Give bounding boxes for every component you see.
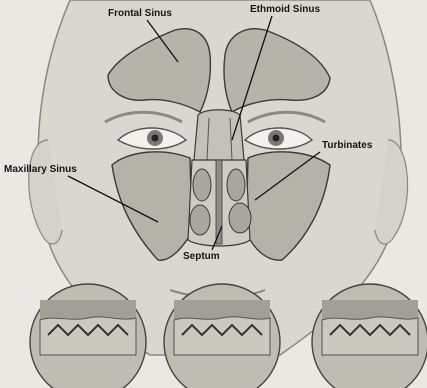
turbinate-left-lower <box>190 205 210 235</box>
ethmoid-sinus-label: Ethmoid Sinus <box>250 4 320 16</box>
septum-label: Septum <box>183 251 220 263</box>
turbinate-left-upper <box>193 169 211 201</box>
septum-wall <box>216 160 222 244</box>
turbinates-label: Turbinates <box>322 140 372 152</box>
turbinate-right-upper <box>227 169 245 201</box>
turbinate-right-lower <box>229 203 251 233</box>
frontal-sinus-label: Frontal Sinus <box>108 8 172 20</box>
ethmoid-sinus <box>194 110 244 166</box>
maxillary-sinus-label: Maxillary Sinus <box>4 164 77 176</box>
